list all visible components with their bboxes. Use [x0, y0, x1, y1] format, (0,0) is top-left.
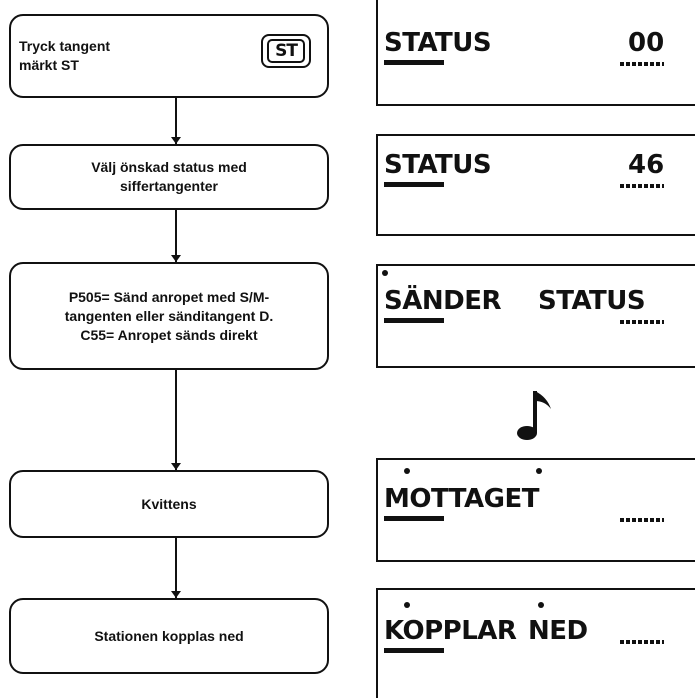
- display-value: 46: [628, 150, 665, 180]
- display-indicator-dot: [404, 602, 410, 608]
- step-text: märkt ST: [19, 57, 79, 73]
- display-cursor: [384, 182, 444, 187]
- step-send-call: P505= Sänd anropet med S/M- tangenten el…: [9, 262, 329, 370]
- flow-connector: [175, 210, 177, 262]
- display-word: KOPPLAR: [384, 616, 517, 646]
- st-key-icon: ST: [261, 34, 311, 68]
- flow-connector: [175, 98, 177, 144]
- flow-arrowhead: [171, 591, 181, 598]
- step-text: Välj önskad status med: [91, 159, 247, 175]
- display-indicator-dot: [404, 468, 410, 474]
- display-dotline: [620, 640, 664, 644]
- step-acknowledge: Kvittens: [9, 470, 329, 538]
- display-dotline: [620, 320, 664, 324]
- flow-arrowhead: [171, 463, 181, 470]
- display-indicator-dot: [536, 468, 542, 474]
- step-text: tangenten eller sänditangent D.: [64, 307, 274, 324]
- step-text: Kvittens: [141, 495, 197, 512]
- display-received: MOTTAGET: [376, 458, 695, 562]
- music-note-icon: [517, 391, 551, 440]
- display-indicator-dot: [538, 602, 544, 608]
- step-text: C55= Anropet sänds direkt: [80, 326, 258, 343]
- step-text: siffertangenter: [119, 178, 218, 194]
- st-key-label: ST: [275, 40, 298, 61]
- display-cursor: [384, 648, 444, 653]
- display-status-46: STATUS 46: [376, 134, 695, 236]
- step-text: Tryck tangent: [19, 38, 111, 54]
- flow-connector: [175, 538, 177, 598]
- step-press-st: Tryck tangent märkt ST ST: [9, 14, 329, 98]
- display-cursor: [384, 516, 444, 521]
- display-dotline: [620, 62, 664, 66]
- display-word: STATUS: [538, 286, 646, 316]
- step-text: P505= Sänd anropet med S/M-: [68, 288, 270, 305]
- display-word: STATUS: [384, 150, 492, 180]
- display-word: STATUS: [384, 28, 492, 58]
- display-value: 00: [628, 28, 665, 58]
- display-disconnecting: KOPPLAR NED: [376, 588, 695, 698]
- display-sending-status: SÄNDER STATUS: [376, 264, 695, 368]
- step-disconnect: Stationen kopplas ned: [9, 598, 329, 674]
- step-select-status: Välj önskad status med siffertangenter: [9, 144, 329, 210]
- display-word: MOTTAGET: [384, 484, 539, 514]
- display-dotline: [620, 184, 664, 188]
- display-word: NED: [528, 616, 588, 646]
- display-cursor: [384, 318, 444, 323]
- flow-connector: [175, 370, 177, 470]
- display-status-00: STATUS 00: [376, 0, 695, 106]
- display-dotline: [620, 518, 664, 522]
- flow-arrowhead: [171, 255, 181, 262]
- display-word: SÄNDER: [384, 286, 501, 316]
- step-text: Stationen kopplas ned: [94, 627, 244, 644]
- display-indicator-dot: [382, 270, 388, 276]
- display-cursor: [384, 60, 444, 65]
- flow-arrowhead: [171, 137, 181, 144]
